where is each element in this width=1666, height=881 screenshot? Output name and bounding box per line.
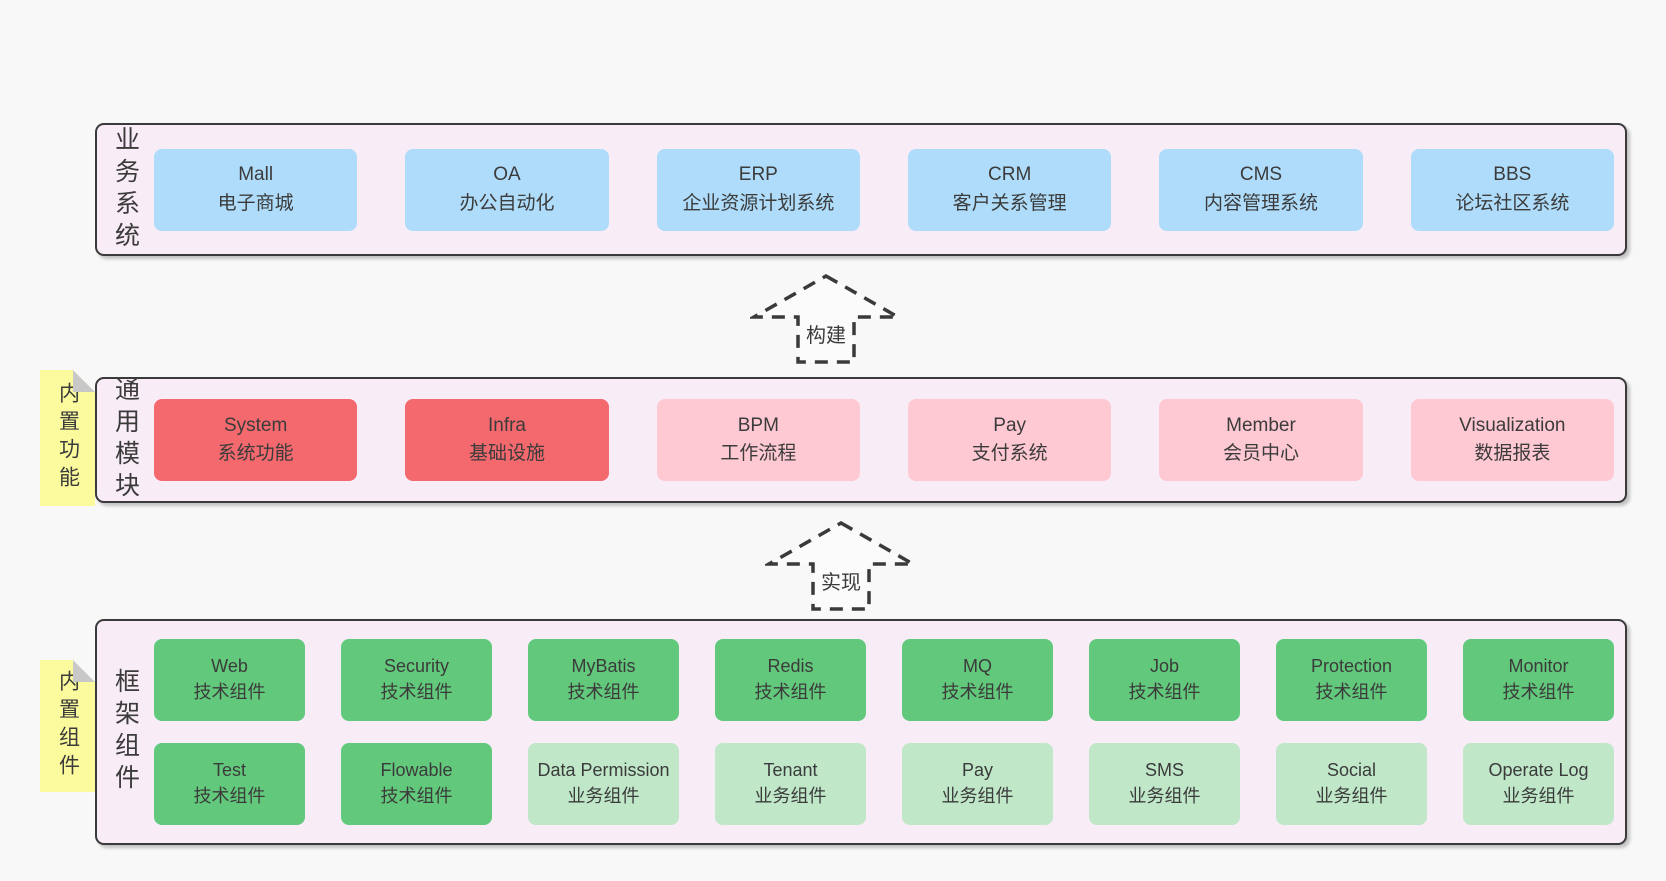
box-member: Member 会员中心 <box>1159 399 1363 481</box>
components-layer-panel: 内置组件 框架组件 Web 技术组件 Security 技术组件 MyBatis… <box>95 619 1627 845</box>
box-oa: OA 办公自动化 <box>405 148 609 231</box>
components-layer-label: 框架组件 <box>111 668 140 796</box>
note-builtin-components: 内置组件 <box>40 660 95 792</box>
box-redis: Redis 技术组件 <box>715 639 866 721</box>
up-arrow-icon <box>765 520 917 611</box>
up-arrow-icon <box>750 273 902 364</box>
box-bbs: BBS 论坛社区系统 <box>1410 148 1614 231</box>
note-builtin-features: 内置功能 <box>40 370 95 506</box>
box-infra: Infra 基础设施 <box>405 399 609 481</box>
box-pay-module: Pay 支付系统 <box>907 399 1112 481</box>
box-mq: MQ 技术组件 <box>902 639 1053 721</box>
business-boxes: Mall 电子商城 OA 办公自动化 ERP 企业资源计划系统 CRM 客户关系… <box>154 148 1614 231</box>
box-cms: CMS 内容管理系统 <box>1159 148 1363 231</box>
box-erp: ERP 企业资源计划系统 <box>656 148 860 231</box>
box-protection: Protection 技术组件 <box>1276 639 1427 721</box>
box-test: Test 技术组件 <box>154 743 305 825</box>
box-social: Social 业务组件 <box>1276 743 1427 825</box>
business-layer-label: 业务系统 <box>111 125 140 254</box>
box-sms: SMS 业务组件 <box>1089 743 1240 825</box>
implement-arrow-zone: 实现 <box>0 503 1666 619</box>
implement-arrow-label: 实现 <box>819 572 863 594</box>
component-boxes: Web 技术组件 Security 技术组件 MyBatis 技术组件 Redi… <box>154 639 1614 825</box>
build-arrow-zone: 构建 <box>0 256 1666 377</box>
box-web: Web 技术组件 <box>154 639 305 721</box>
box-monitor: Monitor 技术组件 <box>1463 639 1614 721</box>
box-system: System 系统功能 <box>154 399 358 481</box>
box-crm: CRM 客户关系管理 <box>907 148 1112 231</box>
box-operate-log: Operate Log 业务组件 <box>1463 743 1614 825</box>
box-data-permission: Data Permission 业务组件 <box>528 743 679 825</box>
module-boxes: System 系统功能 Infra 基础设施 BPM 工作流程 Pay 支付系统… <box>154 399 1614 481</box>
box-mall: Mall 电子商城 <box>154 148 358 231</box>
box-tenant: Tenant 业务组件 <box>715 743 866 825</box>
business-layer-panel: 业务系统 Mall 电子商城 OA 办公自动化 ERP 企业资源计划系统 CRM… <box>95 123 1627 256</box>
box-visualization: Visualization 数据报表 <box>1410 399 1614 481</box>
box-mybatis: MyBatis 技术组件 <box>528 639 679 721</box>
implement-arrow: 实现 <box>765 520 917 612</box>
modules-layer-panel: 内置功能 通用模块 System 系统功能 Infra 基础设施 BPM 工作流… <box>95 377 1627 503</box>
modules-layer-label: 通用模块 <box>111 376 140 504</box>
build-arrow: 构建 <box>750 273 902 365</box>
box-pay-component: Pay 业务组件 <box>902 743 1053 825</box>
box-bpm: BPM 工作流程 <box>656 399 860 481</box>
box-security: Security 技术组件 <box>341 639 492 721</box>
box-job: Job 技术组件 <box>1089 639 1240 721</box>
build-arrow-label: 构建 <box>804 325 848 347</box>
box-flowable: Flowable 技术组件 <box>341 743 492 825</box>
